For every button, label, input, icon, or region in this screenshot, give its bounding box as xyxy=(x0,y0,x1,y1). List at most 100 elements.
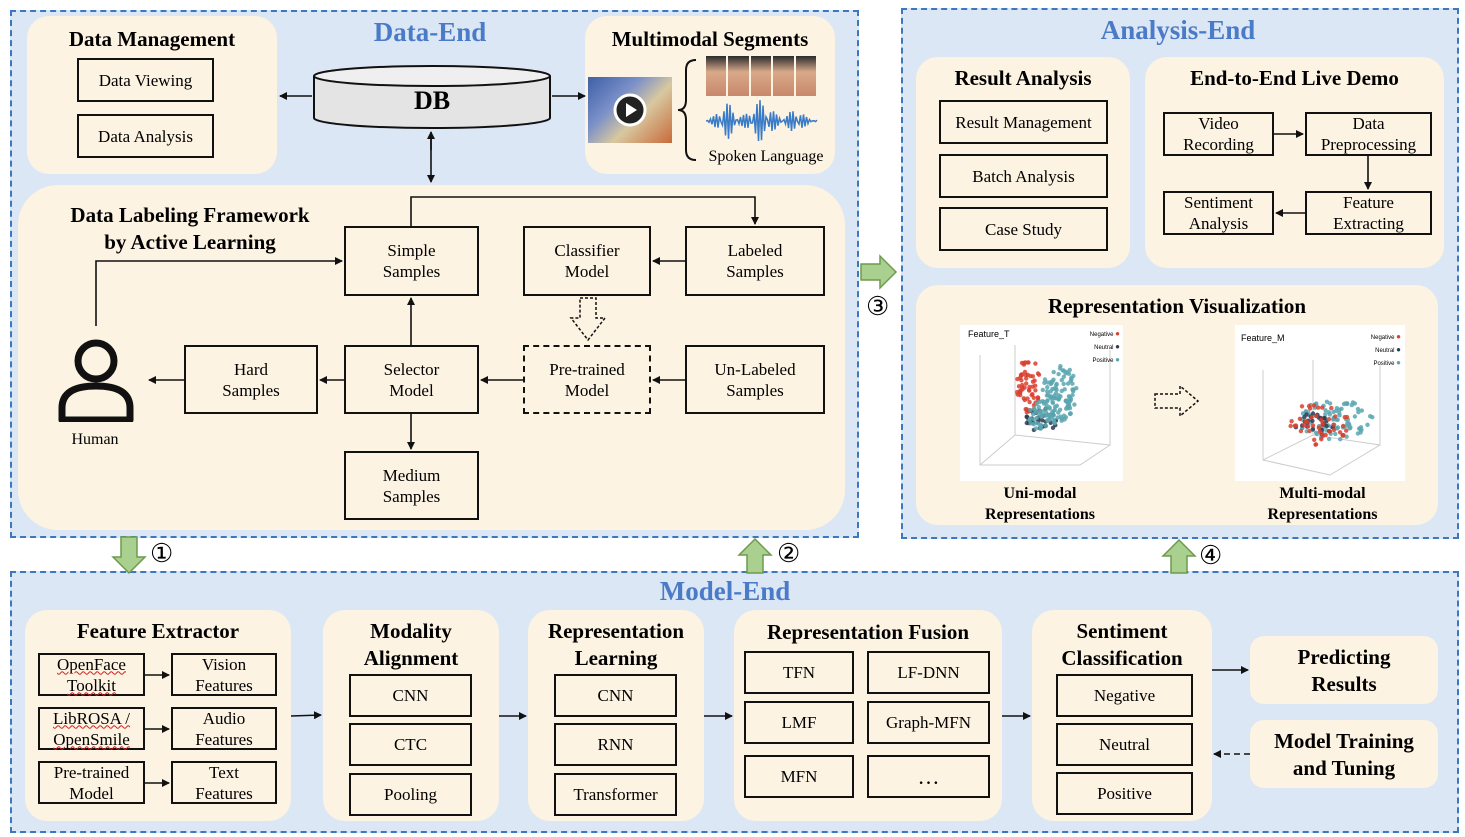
class-neutral-box[interactable]: Neutral xyxy=(1056,723,1193,766)
pretrained-model-text-box[interactable]: Pre-trained Model xyxy=(38,761,145,804)
classifier-model-box[interactable]: Classifier Model xyxy=(523,226,651,296)
learning-cnn-box[interactable]: CNN xyxy=(554,674,677,717)
scatter-point xyxy=(1042,380,1047,385)
scatter-point xyxy=(1311,403,1317,408)
scatter-point xyxy=(1029,392,1034,398)
scatter-point xyxy=(1040,387,1045,393)
scatter-point xyxy=(1048,379,1054,385)
scatter-point xyxy=(1063,398,1069,403)
labeling-framework-title: Data Labeling Framework by Active Learni… xyxy=(70,203,310,254)
visualization-title: Representation Visualization xyxy=(1047,294,1307,318)
scatter-point xyxy=(1031,412,1036,417)
alignment-pooling-box[interactable]: Pooling xyxy=(349,773,472,816)
scatter-point xyxy=(1052,393,1057,398)
scatter-point xyxy=(1033,388,1038,393)
vision-features-box[interactable]: Vision Features xyxy=(171,653,277,696)
play-icon[interactable] xyxy=(613,93,647,127)
scatter-point xyxy=(1062,417,1067,422)
scatter-point xyxy=(1019,378,1024,383)
fusion-lfdnn-box[interactable]: LF-DNN xyxy=(867,651,990,694)
step-2-label: ② xyxy=(777,539,801,568)
librosa-opensmile-box[interactable]: LibROSA / OpenSmile xyxy=(38,707,145,750)
step-3-label: ③ xyxy=(866,292,890,321)
batch-analysis-button[interactable]: Batch Analysis xyxy=(939,154,1108,198)
legend-negative: Negative ● xyxy=(1370,332,1401,341)
result-management-button[interactable]: Result Management xyxy=(939,100,1108,144)
face-frame xyxy=(728,56,749,96)
scatter-point xyxy=(1051,369,1056,375)
scatter-point xyxy=(1027,399,1032,405)
scatter-point xyxy=(1352,401,1358,406)
scatter-point xyxy=(1327,412,1332,417)
scatter-point xyxy=(1359,427,1364,433)
scatter-point xyxy=(1023,360,1028,365)
learning-transformer-box[interactable]: Transformer xyxy=(554,773,677,816)
audio-features-box[interactable]: Audio Features xyxy=(171,707,277,750)
scatter-point xyxy=(1299,404,1305,409)
openface-toolkit-box[interactable]: OpenFace Toolkit xyxy=(38,653,145,696)
scatter-point xyxy=(1335,417,1340,422)
fusion-graphmfn-box[interactable]: Graph-MFN xyxy=(867,701,990,744)
scatter-point xyxy=(1057,407,1063,412)
data-viewing-button[interactable]: Data Viewing xyxy=(77,58,214,102)
scatter-point xyxy=(1334,406,1340,411)
text-features-box[interactable]: Text Features xyxy=(171,761,277,804)
labeled-samples-box[interactable]: Labeled Samples xyxy=(685,226,825,296)
scatter-point xyxy=(1306,403,1312,409)
multi-modal-label: Multi-modal Representations xyxy=(1267,485,1378,523)
scatter-point xyxy=(1037,422,1042,427)
face-frames xyxy=(706,56,817,96)
learning-rnn-box[interactable]: RNN xyxy=(554,723,677,766)
scatter-point xyxy=(1301,423,1307,428)
pretrained-model-box[interactable]: Pre-trained Model xyxy=(523,345,651,414)
model-end-title: Model-End xyxy=(659,576,791,606)
multimodal-segments-title: Multimodal Segments xyxy=(611,27,809,51)
scatter-point xyxy=(1022,369,1028,375)
scatter-point xyxy=(1019,360,1025,366)
alignment-cnn-box[interactable]: CNN xyxy=(349,674,472,717)
scatter-point xyxy=(1022,385,1027,390)
scatter-point xyxy=(1344,414,1350,420)
medium-samples-box[interactable]: Medium Samples xyxy=(344,451,479,520)
scatter-point xyxy=(1067,406,1073,411)
scatter-point xyxy=(1061,381,1066,387)
analysis-end-title: Analysis-End xyxy=(1100,15,1256,45)
scatter-point xyxy=(1309,415,1314,420)
sentiment-analysis-box[interactable]: Sentiment Analysis xyxy=(1163,191,1274,235)
alignment-ctc-box[interactable]: CTC xyxy=(349,723,472,766)
scatter-point xyxy=(1327,429,1333,434)
selector-model-box[interactable]: Selector Model xyxy=(344,345,479,414)
scatter-point xyxy=(1071,373,1076,379)
video-thumbnail[interactable] xyxy=(588,77,672,143)
legend-neutral: Neutral ● xyxy=(1094,342,1120,351)
fusion-tfn-box[interactable]: TFN xyxy=(744,651,854,694)
data-preprocessing-box[interactable]: Data Preprocessing xyxy=(1305,112,1432,156)
dashed-hollow-arrow xyxy=(1154,384,1200,418)
feature-extracting-box[interactable]: Feature Extracting xyxy=(1305,191,1432,235)
unlabeled-samples-box[interactable]: Un-Labeled Samples xyxy=(685,345,825,414)
data-analysis-button[interactable]: Data Analysis xyxy=(77,114,214,158)
hard-samples-box[interactable]: Hard Samples xyxy=(184,345,318,414)
librosa-opensmile-label: LibROSA / OpenSmile xyxy=(53,708,130,749)
case-study-button[interactable]: Case Study xyxy=(939,207,1108,251)
modality-alignment-title: Modality Alignment xyxy=(363,619,459,670)
scatter-point xyxy=(1052,386,1057,391)
scatter-point xyxy=(1033,361,1038,366)
video-recording-box[interactable]: Video Recording xyxy=(1163,112,1274,156)
fusion-more-box[interactable]: … xyxy=(867,755,990,798)
class-negative-box[interactable]: Negative xyxy=(1056,674,1193,717)
fusion-lmf-box[interactable]: LMF xyxy=(744,701,854,744)
scatter-point xyxy=(1043,423,1049,429)
fusion-mfn-box[interactable]: MFN xyxy=(744,755,854,798)
class-positive-box[interactable]: Positive xyxy=(1056,772,1193,815)
scatter-point xyxy=(1289,419,1294,424)
scatter-point xyxy=(1043,406,1049,411)
legend-positive: Positive ● xyxy=(1373,358,1401,367)
scatter-point xyxy=(1041,399,1046,405)
scatter-point xyxy=(1024,414,1029,419)
scatter-point xyxy=(1058,414,1063,419)
predicting-results-label: Predicting Results xyxy=(1297,645,1391,696)
simple-samples-box[interactable]: Simple Samples xyxy=(344,226,479,296)
scatter-point xyxy=(1043,410,1049,415)
